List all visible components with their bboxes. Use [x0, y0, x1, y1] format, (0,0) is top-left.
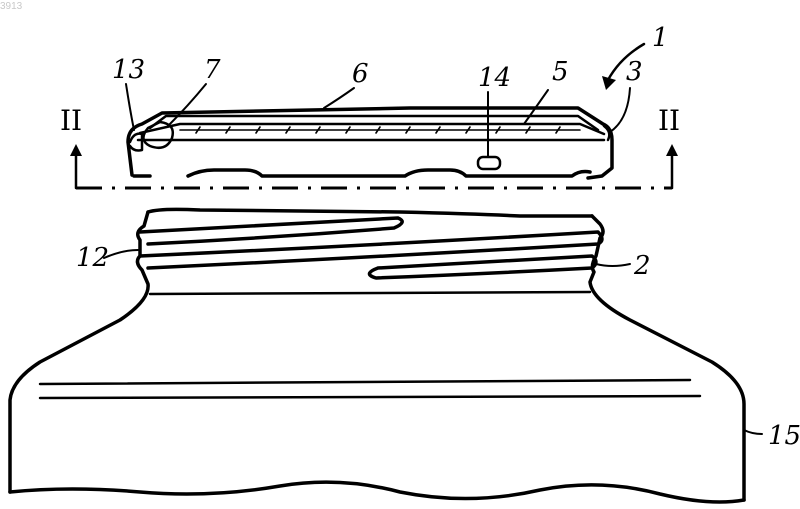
- bottle-rim: [148, 209, 592, 216]
- ref-13: 13: [112, 55, 145, 85]
- ref-3: 3: [626, 57, 643, 87]
- section-mark-left: II: [60, 104, 82, 137]
- corner-13: [130, 134, 142, 151]
- ref-15: 15: [768, 421, 800, 451]
- ref-2: 2: [633, 251, 651, 281]
- thread-lower: [369, 256, 596, 278]
- corner-tag: 3913: [0, 1, 23, 12]
- ref-5: 5: [552, 57, 569, 87]
- thread-upper: [140, 218, 402, 244]
- arrow-head-left: [70, 144, 82, 156]
- shoulder-line-1: [40, 380, 690, 384]
- break-line: [10, 482, 744, 502]
- leader-12: [104, 250, 138, 258]
- leader-2: [596, 264, 630, 266]
- leader-13: [126, 84, 134, 130]
- thread-middle: [140, 232, 602, 268]
- arrow-head-right: [666, 144, 678, 156]
- cap-skirt-bottom: [134, 170, 590, 176]
- leader-6: [324, 88, 354, 108]
- leader-3: [610, 88, 630, 132]
- leader-15: [744, 430, 762, 434]
- ref-7: 7: [204, 55, 221, 85]
- bottle-neck-outline-right: [590, 216, 744, 500]
- leader-7: [168, 84, 206, 126]
- closure-cap: [128, 108, 612, 178]
- window-14: [478, 157, 500, 169]
- neck-line: [150, 292, 590, 294]
- sealing-insert: [140, 124, 604, 134]
- ref-1: 1: [652, 23, 669, 53]
- cap-outer-wall: [128, 108, 612, 178]
- shoulder-line-2: [40, 396, 700, 398]
- section-mark-right: II: [658, 104, 680, 137]
- arrow-head-1: [602, 76, 616, 90]
- ref-14: 14: [478, 63, 511, 93]
- ref-6: 6: [352, 59, 369, 89]
- reference-labels: 1 13 7 6 14 5 3 12 2 15: [76, 23, 800, 451]
